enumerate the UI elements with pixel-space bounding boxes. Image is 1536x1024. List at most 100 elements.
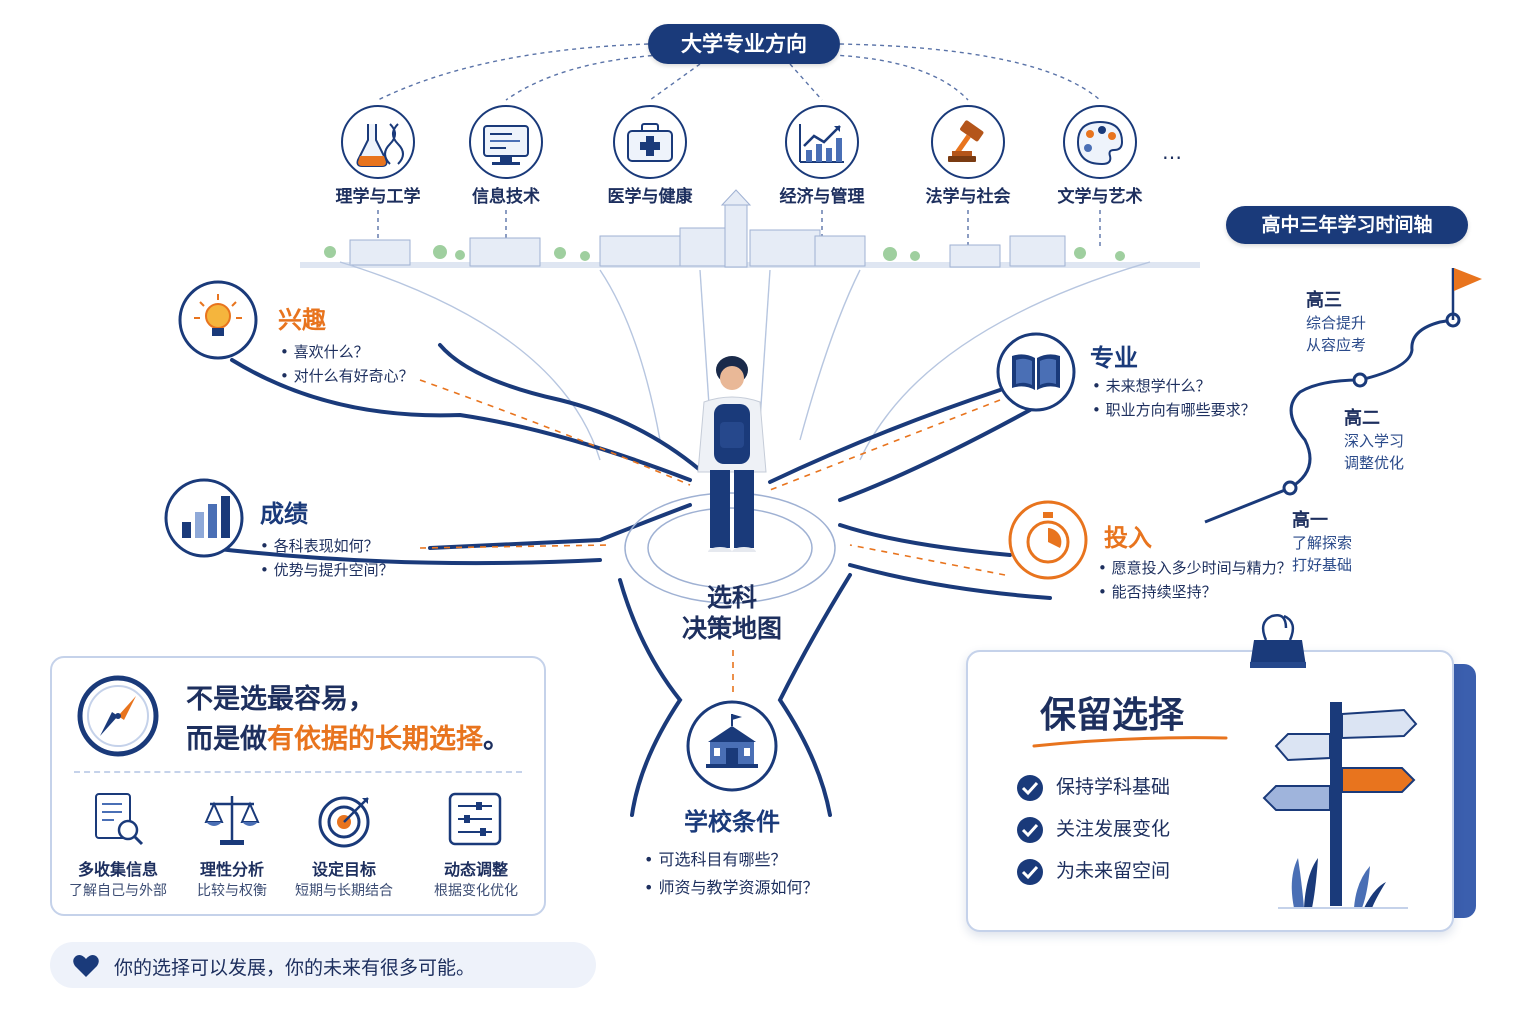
question: 喜欢什么？	[280, 340, 414, 364]
document-search-icon	[95, 793, 144, 846]
principle-line2: 而是做有依据的长期选择。	[186, 720, 510, 760]
major-label: 信息技术	[472, 187, 540, 207]
factor-major-title: 专业	[1090, 344, 1138, 372]
principle-line2-suffix: 。	[483, 724, 510, 755]
school-building-icon	[686, 700, 778, 792]
major-label: 理学与工学	[335, 187, 421, 207]
stopwatch-icon	[1008, 500, 1088, 580]
principle-line1: 不是选最容易，	[186, 684, 375, 715]
stage-desc: 打好基础	[1292, 556, 1353, 574]
check-circle-icon	[1017, 858, 1043, 885]
timeline-stage-grade2: 高二	[1344, 408, 1380, 429]
factor-school-questions: 可选科目有哪些？ 师资与教学资源如何？	[644, 846, 819, 902]
center-title-line2: 决策地图	[681, 614, 782, 643]
factor-school-title: 学校条件	[684, 808, 780, 836]
lightbulb-icon	[178, 280, 258, 360]
question: 愿意投入多少时间与精力？	[1098, 556, 1292, 580]
factor-major-questions: 未来想学什么？ 职业方向有哪些要求？	[1092, 374, 1256, 422]
major-information-technology[interactable]: 信息技术	[436, 104, 576, 207]
reserve-item: 关注发展变化	[1016, 814, 1170, 844]
signpost-icon	[1262, 702, 1418, 909]
major-label: 文学与艺术	[1057, 187, 1143, 207]
bar-chart-icon	[164, 478, 244, 558]
compass-icon	[77, 675, 159, 757]
check-circle-icon	[1017, 816, 1043, 843]
question: 优势与提升空间？	[260, 558, 394, 582]
question: 对什么有好奇心？	[280, 364, 414, 388]
reserve-item: 保持学科基础	[1016, 772, 1170, 802]
university-skyline	[300, 189, 1200, 268]
footer-message-bar: 你的选择可以发展，你的未来有很多可能。	[50, 942, 596, 988]
tool-sub: 了解自己与外部	[69, 883, 167, 899]
stage-desc: 从容应考	[1306, 336, 1367, 354]
open-book-icon	[996, 332, 1076, 412]
major-economics-management[interactable]: 经济与管理	[752, 104, 892, 207]
sliders-icon	[448, 792, 502, 846]
tool-sub: 比较与权衡	[197, 883, 267, 899]
factor-interest-questions: 喜欢什么？ 对什么有好奇心？	[280, 340, 414, 388]
principle-line2-prefix: 而是做	[186, 724, 267, 755]
tool-title: 动态调整	[443, 860, 508, 879]
balance-scale-icon	[204, 796, 260, 845]
computer-monitor-icon	[469, 105, 543, 179]
factor-interest-title: 兴趣	[278, 306, 326, 334]
binder-clip-icon	[1250, 614, 1306, 668]
principle-statement: 不是选最容易， 而是做有依据的长期选择。	[186, 680, 510, 760]
check-circle-icon	[1017, 774, 1043, 801]
reserve-card: 保留选择 保持学科基础 关注发展变化 为未来留空间	[966, 650, 1454, 932]
factor-effort-title: 投入	[1104, 524, 1152, 552]
target-icon	[318, 796, 370, 848]
medical-kit-icon	[613, 105, 687, 179]
principle-highlight: 有依据的长期选择	[267, 724, 483, 755]
student-figure	[697, 356, 767, 552]
timeline-header: 高中三年学习时间轴	[1226, 206, 1468, 244]
center-title: 选科 决策地图	[652, 582, 812, 644]
stage-desc: 调整优化	[1344, 454, 1405, 472]
reserve-item-label: 为未来留空间	[1056, 860, 1171, 882]
question: 未来想学什么？	[1092, 374, 1256, 398]
stage-desc: 深入学习	[1344, 432, 1405, 450]
major-label: 法学与社会	[925, 187, 1011, 207]
majors-header: 大学专业方向	[648, 24, 840, 64]
heart-icon	[73, 955, 99, 977]
timeline-stage-grade1-desc: 了解探索 打好基础	[1292, 532, 1352, 576]
timeline-stage-grade1: 高一	[1292, 510, 1328, 531]
major-science-engineering[interactable]: 理学与工学	[308, 104, 448, 207]
major-law-society[interactable]: 法学与社会	[898, 104, 1038, 207]
gavel-icon	[931, 105, 1005, 179]
reserve-item-label: 关注发展变化	[1056, 818, 1171, 840]
flask-dna-icon	[341, 105, 415, 179]
flag-icon	[1451, 268, 1482, 320]
timeline-stage-grade2-desc: 深入学习 调整优化	[1344, 430, 1404, 474]
major-medicine-health[interactable]: 医学与健康	[580, 104, 720, 207]
center-title-line1: 选科	[706, 583, 757, 612]
header-connectors	[377, 43, 1101, 248]
factor-effort-questions: 愿意投入多少时间与精力？ 能否持续坚持？	[1098, 556, 1292, 604]
question: 各科表现如何？	[260, 534, 394, 558]
principle-card: 不是选最容易， 而是做有依据的长期选择。 多收集信息 了解自己与外部 理性分析 …	[50, 656, 546, 916]
factor-grades-title: 成绩	[260, 500, 308, 528]
timeline-stage-grade3: 高三	[1306, 290, 1342, 311]
question: 可选科目有哪些？	[644, 846, 819, 874]
reserve-item-label: 保持学科基础	[1056, 776, 1171, 798]
tool-title: 多收集信息	[77, 860, 158, 879]
factor-grades-questions: 各科表现如何？ 优势与提升空间？	[260, 534, 394, 582]
question: 师资与教学资源如何？	[644, 874, 819, 902]
reserve-item: 为未来留空间	[1016, 856, 1170, 886]
question: 能否持续坚持？	[1098, 580, 1292, 604]
palette-icon	[1063, 105, 1137, 179]
tool-sub: 根据变化优化	[434, 883, 518, 899]
skyline-trees	[324, 245, 1125, 261]
title-underline	[1032, 736, 1228, 748]
major-literature-arts[interactable]: 文学与艺术	[1030, 104, 1170, 207]
timeline-stage-grade3-desc: 综合提升 从容应考	[1306, 312, 1366, 356]
stage-desc: 综合提升	[1306, 314, 1367, 332]
question: 职业方向有哪些要求？	[1092, 398, 1256, 422]
major-label: 经济与管理	[779, 187, 865, 207]
tool-title: 理性分析	[199, 860, 264, 879]
stage-desc: 了解探索	[1292, 534, 1353, 552]
tool-title: 设定目标	[311, 860, 376, 879]
major-label: 医学与健康	[607, 187, 693, 207]
footer-message: 你的选择可以发展，你的未来有很多可能。	[114, 957, 476, 979]
